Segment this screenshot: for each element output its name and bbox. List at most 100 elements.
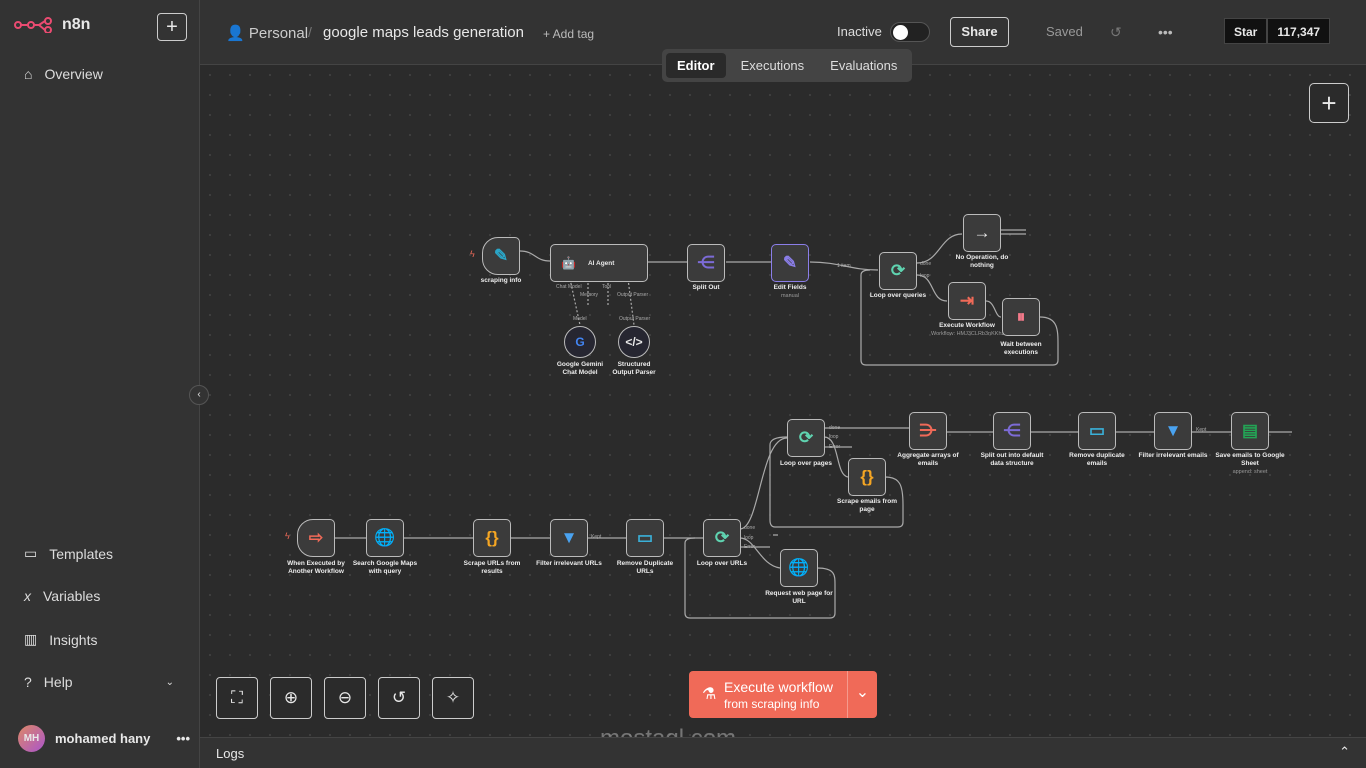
tab-executions[interactable]: Executions bbox=[740, 58, 805, 73]
loop-icon: ⟳ bbox=[890, 261, 906, 280]
breadcrumb-project[interactable]: 👤 Personal bbox=[226, 25, 309, 42]
tab-evaluations[interactable]: Evaluations bbox=[830, 58, 898, 73]
sidebar-item-overview[interactable]: ⌂Overview bbox=[24, 66, 103, 82]
more-icon[interactable]: ••• bbox=[176, 731, 191, 746]
node-label: Loop over pages bbox=[779, 460, 832, 467]
node-search-google-maps[interactable]: 🌐 bbox=[366, 519, 404, 557]
chevron-up-icon[interactable]: ⌃ bbox=[1339, 744, 1350, 759]
zoom-out-button[interactable]: ⊖ bbox=[324, 677, 366, 719]
aggregate-icon: ⋺ bbox=[919, 421, 937, 440]
node-scraping-info[interactable]: ✎ bbox=[482, 237, 520, 275]
collapse-sidebar-button[interactable]: ‹ bbox=[189, 385, 209, 405]
share-button[interactable]: Share bbox=[950, 17, 1009, 47]
node-loop-over-pages[interactable]: ⟳ bbox=[787, 419, 825, 457]
sidebar-item-label: Overview bbox=[44, 66, 103, 82]
connection bbox=[739, 537, 781, 569]
node-subtitle: manual bbox=[780, 293, 800, 299]
node-wait[interactable]: ⏸ bbox=[1002, 298, 1040, 336]
node-when-executed[interactable]: ⇨ bbox=[297, 519, 335, 557]
node-label: Execute Workflow bbox=[939, 322, 995, 329]
node-label: Save emails to Google Sheet bbox=[1215, 452, 1285, 467]
node-label: Filter irrelevant emails bbox=[1138, 452, 1208, 459]
node-loop-over-urls[interactable]: ⟳ bbox=[703, 519, 741, 557]
form-icon: ✎ bbox=[493, 246, 509, 265]
port-label: loop bbox=[744, 535, 754, 541]
node-filter-emails[interactable]: ▼ bbox=[1154, 412, 1192, 450]
tidy-up-button[interactable]: ✧ bbox=[432, 677, 474, 719]
add-tag-button[interactable]: + Add tag bbox=[543, 27, 595, 41]
node-label: Scrape emails from page bbox=[837, 498, 897, 513]
create-button[interactable]: + bbox=[157, 13, 187, 41]
sidebar-item-help[interactable]: ?Help⌄ bbox=[24, 674, 174, 690]
port-label: Output Parser bbox=[619, 316, 651, 322]
node-structured-output-parser[interactable]: </> bbox=[618, 326, 650, 358]
node-scrape-urls[interactable]: {} bbox=[473, 519, 511, 557]
pause-icon: ⏸ bbox=[1016, 307, 1026, 326]
workflow-canvas[interactable]: ✎ ϟ scraping info 🤖AI Agent Chat Model M… bbox=[200, 65, 1366, 752]
app-name: n8n bbox=[62, 16, 91, 33]
node-label: Loop over URLs bbox=[696, 560, 748, 567]
loop-icon: ⟳ bbox=[798, 428, 814, 447]
node-label: Edit Fields bbox=[773, 284, 807, 291]
node-no-operation[interactable]: → bbox=[963, 214, 1001, 252]
reset-zoom-button[interactable]: ↺ bbox=[378, 677, 420, 719]
sidebar-item-insights[interactable]: ▥Insights bbox=[24, 631, 97, 648]
node-google-sheets[interactable]: ▤ bbox=[1231, 412, 1269, 450]
github-icon-label: Star bbox=[1224, 18, 1268, 44]
node-split-out-default[interactable]: ⋲ bbox=[993, 412, 1031, 450]
add-node-button[interactable]: + bbox=[1309, 83, 1349, 123]
port-label: Error bbox=[744, 544, 756, 550]
node-loop-over-queries[interactable]: ⟳ bbox=[879, 252, 917, 290]
project-name: Personal bbox=[248, 25, 309, 42]
tab-editor[interactable]: Editor bbox=[666, 53, 726, 78]
port-label: Error bbox=[829, 444, 841, 450]
node-split-out[interactable]: ⋲ bbox=[687, 244, 725, 282]
sidebar-item-templates[interactable]: ▭Templates bbox=[24, 545, 113, 562]
logs-panel[interactable]: Logs ⌃ bbox=[200, 737, 1366, 768]
node-label: When Executed by Another Workflow bbox=[287, 560, 345, 575]
globe-icon: 🌐 bbox=[374, 528, 396, 547]
view-tabs: Editor Executions Evaluations bbox=[662, 49, 913, 82]
node-label: Remove duplicate emails bbox=[1069, 452, 1125, 467]
trigger-bolt-icon: ϟ bbox=[285, 531, 290, 541]
more-options-icon[interactable]: ••• bbox=[1158, 24, 1173, 40]
node-request-web-page[interactable]: 🌐 bbox=[780, 549, 818, 587]
fit-view-button[interactable]: ⛶ bbox=[216, 677, 258, 719]
port-label: Model bbox=[573, 316, 587, 322]
loop-icon: ⟳ bbox=[714, 528, 730, 547]
sign-in-icon: ⇥ bbox=[959, 291, 975, 310]
node-remove-duplicate-emails[interactable]: ▭ bbox=[1078, 412, 1116, 450]
active-toggle[interactable] bbox=[890, 22, 930, 42]
history-icon[interactable]: ↺ bbox=[1110, 24, 1122, 40]
dedupe-icon: ▭ bbox=[636, 528, 654, 547]
chevron-down-icon[interactable]: ⌄ bbox=[847, 671, 877, 718]
workflow-title[interactable]: google maps leads generation bbox=[323, 24, 524, 41]
node-aggregate[interactable]: ⋺ bbox=[909, 412, 947, 450]
port-label: Chat Model bbox=[556, 284, 582, 290]
node-label: scraping info bbox=[480, 277, 522, 284]
node-gemini-chat-model[interactable]: G bbox=[564, 326, 596, 358]
connection bbox=[916, 233, 963, 264]
node-remove-duplicate-urls[interactable]: ▭ bbox=[626, 519, 664, 557]
braces-icon: {} bbox=[485, 528, 499, 547]
split-icon: ⋲ bbox=[697, 253, 715, 272]
node-label: Structured Output Parser bbox=[612, 361, 656, 376]
zoom-in-button[interactable]: ⊕ bbox=[270, 677, 312, 719]
execute-label: Execute workflow bbox=[724, 679, 833, 695]
n8n-logo[interactable]: n8n bbox=[14, 16, 90, 34]
execute-workflow-button[interactable]: ⚗ Execute workflow from scraping info ⌄ bbox=[689, 671, 877, 718]
help-icon: ? bbox=[24, 674, 32, 690]
node-label: Aggregate arrays of emails bbox=[897, 452, 959, 467]
saved-status: Saved bbox=[1046, 24, 1083, 39]
node-ai-agent[interactable]: 🤖AI Agent bbox=[550, 244, 648, 282]
sign-out-icon: ⇨ bbox=[308, 528, 324, 547]
node-execute-workflow[interactable]: ⇥ bbox=[948, 282, 986, 320]
sidebar-item-label: Variables bbox=[43, 588, 101, 604]
avatar: MH bbox=[18, 725, 45, 752]
node-filter-urls[interactable]: ▼ bbox=[550, 519, 588, 557]
node-scrape-emails[interactable]: {} bbox=[848, 458, 886, 496]
node-edit-fields[interactable]: ✎ bbox=[771, 244, 809, 282]
